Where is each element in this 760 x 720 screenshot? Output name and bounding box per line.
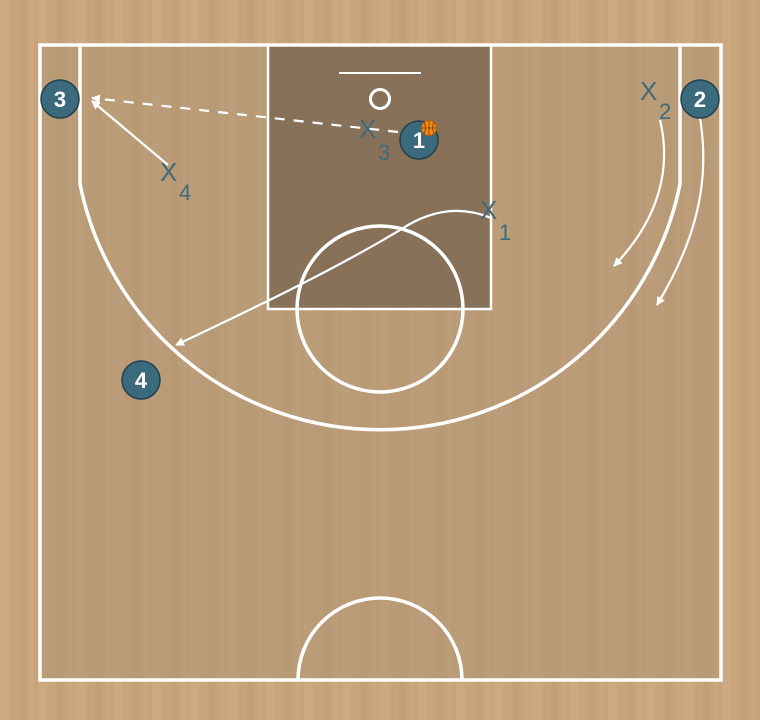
paint-outline xyxy=(266,43,493,311)
defender-x2[interactable]: X 2 xyxy=(640,76,671,124)
hoop xyxy=(369,88,391,110)
defender-x3-letter: X xyxy=(359,114,376,144)
defender-x3[interactable]: X 3 xyxy=(359,114,390,165)
cut-path-player-2 xyxy=(656,117,705,306)
player-2-label: 2 xyxy=(694,87,706,112)
center-circle xyxy=(296,596,464,681)
paint-area xyxy=(268,45,491,309)
defender-x2-letter: X xyxy=(640,76,657,106)
defender-x4-number: 4 xyxy=(179,180,191,205)
play-actions xyxy=(91,94,705,346)
player-4-marker xyxy=(121,360,161,400)
player-2[interactable]: 2 xyxy=(680,79,720,119)
three-point-line xyxy=(78,45,682,432)
defender-x1-path xyxy=(175,209,492,346)
court-lines xyxy=(38,43,723,682)
defender-x4-path xyxy=(91,100,169,166)
defender-x1-letter: X xyxy=(480,195,497,225)
defender-x4[interactable]: X 4 xyxy=(160,157,191,205)
player-4-label: 4 xyxy=(135,368,148,393)
defender-x1[interactable]: X 1 xyxy=(480,195,511,245)
pass-line-1-to-3 xyxy=(91,94,399,134)
defender-x3-number: 3 xyxy=(378,140,390,165)
player-1-label: 1 xyxy=(413,128,425,153)
player-3-marker xyxy=(40,79,80,119)
defender-x1-number: 1 xyxy=(499,220,511,245)
free-throw-circle xyxy=(295,224,465,394)
player-4[interactable]: 4 xyxy=(121,360,161,400)
defender-x2-path xyxy=(613,119,666,267)
player-3-label: 3 xyxy=(54,87,66,112)
defender-x4-letter: X xyxy=(160,157,177,187)
basketball-icon xyxy=(421,120,437,136)
player-2-marker xyxy=(680,79,720,119)
player-3[interactable]: 3 xyxy=(40,79,80,119)
defender-x2-number: 2 xyxy=(659,99,671,124)
